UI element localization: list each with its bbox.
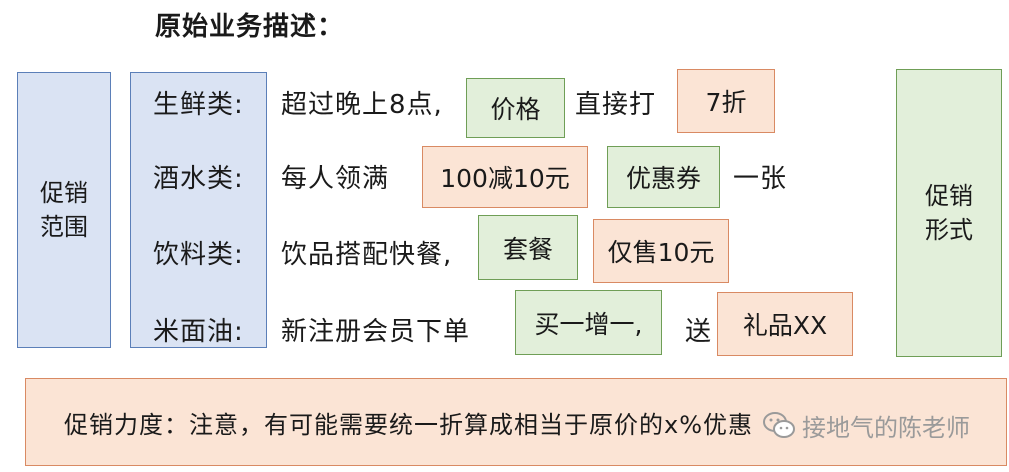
tag-buy-one-get-one: 买一增一,: [515, 290, 662, 355]
row-text-drinks-1: 每人领满: [281, 164, 390, 194]
row-label-grain-oil: 米面油:: [153, 317, 244, 347]
tag-price: 价格: [466, 78, 565, 138]
tag-gift-xx-text: 礼品XX: [742, 311, 828, 340]
row-text-beverages-1: 饮品搭配快餐,: [281, 240, 453, 270]
row-label-fresh: 生鲜类:: [153, 90, 244, 120]
promotion-scope-label: 促销范围: [40, 179, 88, 241]
row-label-beverages: 饮料类:: [153, 240, 244, 270]
diagram-title: 原始业务描述：: [155, 12, 345, 42]
tag-combo-meal-text: 套餐: [502, 234, 553, 264]
tag-only-10-yuan: 仅售10元: [593, 219, 729, 283]
tag-price-text: 价格: [490, 95, 541, 124]
row-text-fresh-1: 超过晚上8点,: [281, 90, 443, 120]
watermark-text: 接地气的陈老师: [802, 413, 970, 442]
promotion-strength-note: 促销力度：注意，有可能需要统一折算成相当于原价的x%优惠: [25, 378, 1007, 466]
row-text-grain-oil-2: 送: [685, 317, 713, 347]
tag-gift-xx: 礼品XX: [717, 292, 853, 356]
tag-100-minus-10: 100减10元: [422, 146, 588, 208]
tag-discount-70-text: 7折: [705, 88, 747, 117]
row-text-drinks-3: 一张: [733, 164, 788, 194]
watermark: 接地气的陈老师: [762, 403, 970, 447]
tag-buy-one-get-one-text: 买一增一,: [534, 309, 643, 339]
row-label-drinks: 酒水类:: [153, 164, 244, 194]
tag-discount-70: 7折: [677, 69, 775, 133]
tag-coupon: 优惠券: [607, 146, 720, 208]
promotion-strength-text: 促销力度：注意，有可能需要统一折算成相当于原价的x%优惠: [64, 410, 754, 439]
promotion-form-label: 促销形式: [925, 182, 973, 244]
wechat-icon: [763, 412, 795, 438]
promotion-scope-box: 促销范围: [17, 72, 111, 348]
row-text-fresh-2: 直接打: [575, 90, 657, 120]
promotion-form-box: 促销形式: [896, 69, 1002, 357]
row-text-grain-oil-1: 新注册会员下单: [281, 317, 471, 347]
tag-coupon-text: 优惠券: [625, 164, 701, 193]
tag-only-10-yuan-text: 仅售10元: [607, 238, 715, 267]
tag-combo-meal: 套餐: [478, 215, 578, 280]
tag-100-minus-10-text: 100减10元: [440, 164, 570, 193]
category-column-box: [130, 72, 267, 348]
